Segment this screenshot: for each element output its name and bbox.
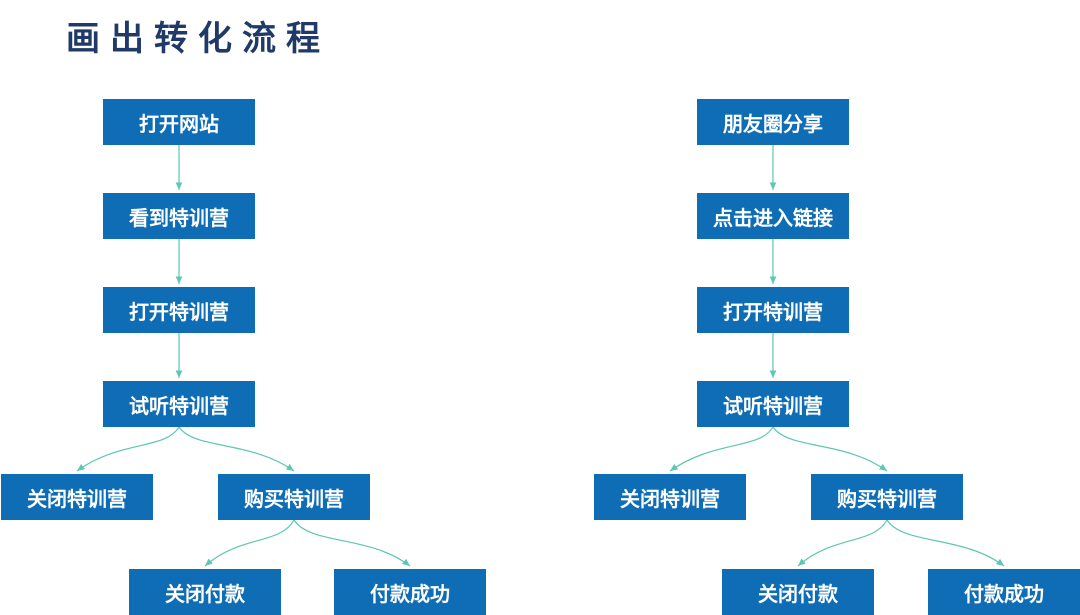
left-node-open-website: 打开网站 (103, 99, 255, 145)
right-node-click-link: 点击进入链接 (697, 193, 849, 239)
connector-right-4-6 (772, 426, 888, 472)
left-node-payment-success: 付款成功 (334, 569, 486, 615)
left-node-trial-camp: 试听特训营 (103, 381, 255, 427)
right-node-moments-share: 朋友圈分享 (697, 99, 849, 145)
connector-left-6-7 (204, 519, 295, 567)
connector-right-6-8 (886, 519, 1005, 567)
right-node-payment-success: 付款成功 (928, 569, 1080, 615)
right-node-open-camp: 打开特训营 (697, 287, 849, 333)
left-node-buy-camp: 购买特训营 (218, 474, 370, 520)
connector-right-4-5 (669, 426, 774, 472)
left-node-close-camp: 关闭特训营 (1, 474, 153, 520)
connector-left-4-6 (178, 426, 295, 472)
connector-left-4-5 (76, 426, 180, 472)
left-node-open-camp: 打开特训营 (103, 287, 255, 333)
connector-right-6-7 (797, 519, 888, 567)
right-node-buy-camp: 购买特训营 (811, 474, 963, 520)
right-node-close-payment: 关闭付款 (722, 569, 874, 615)
left-node-see-camp: 看到特训营 (103, 193, 255, 239)
right-node-close-camp: 关闭特训营 (594, 474, 746, 520)
right-node-trial-camp: 试听特训营 (697, 381, 849, 427)
page-title: 画出转化流程 (66, 19, 330, 59)
connector-left-6-8 (293, 519, 411, 567)
left-node-close-payment: 关闭付款 (129, 569, 281, 615)
